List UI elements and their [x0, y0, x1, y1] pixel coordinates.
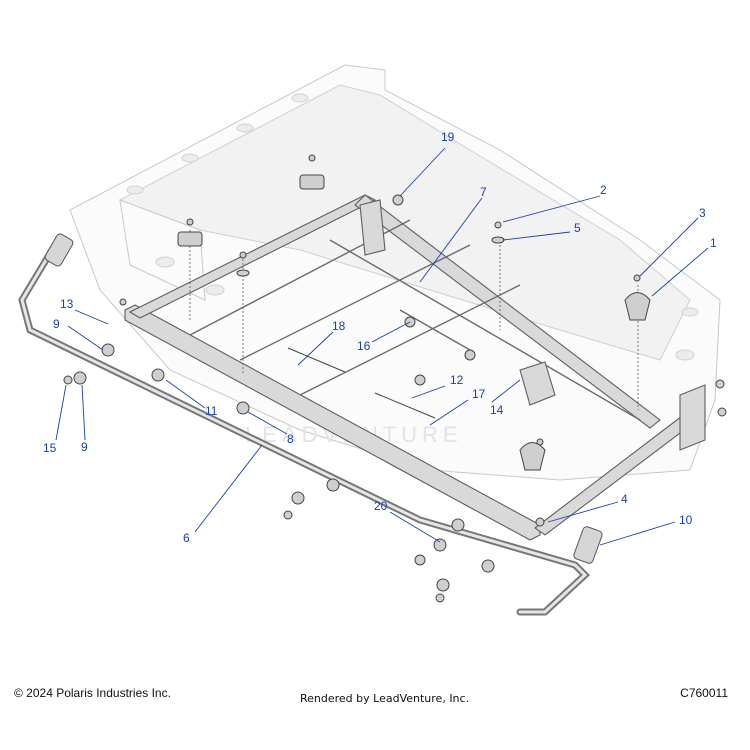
rendered-by-text: Rendered by LeadVenture, Inc. [300, 692, 470, 705]
callout-17: 17 [472, 387, 486, 401]
callout-9-lower: 9 [81, 440, 88, 454]
callout-20: 20 [374, 499, 388, 513]
callout-4: 4 [621, 492, 628, 506]
callout-3: 3 [699, 206, 706, 220]
callout-1: 1 [710, 236, 717, 250]
callout-13: 13 [60, 297, 74, 311]
callout-12: 12 [450, 373, 464, 387]
side-rail [18, 233, 603, 616]
callout-14: 14 [490, 403, 504, 417]
callout-16: 16 [357, 339, 371, 353]
callout-numbers: 19 7 2 5 3 1 13 9 18 16 12 17 14 11 8 15… [43, 130, 717, 545]
hardware [63, 154, 727, 603]
leader-lines [55, 147, 709, 546]
callout-5: 5 [574, 221, 581, 235]
frame-assembly [124, 194, 706, 541]
diagram-code: C760011 [680, 686, 728, 700]
callout-2: 2 [600, 183, 607, 197]
callout-7: 7 [480, 185, 487, 199]
cargo-bed [69, 64, 721, 481]
callout-8: 8 [287, 432, 294, 446]
callout-10: 10 [679, 513, 693, 527]
callout-6: 6 [183, 531, 190, 545]
callout-18: 18 [332, 319, 346, 333]
copyright-text: © 2024 Polaris Industries Inc. [14, 686, 171, 700]
callout-9-upper: 9 [53, 317, 60, 331]
callout-15: 15 [43, 441, 57, 455]
callout-19: 19 [441, 130, 455, 144]
callout-11: 11 [205, 404, 218, 418]
